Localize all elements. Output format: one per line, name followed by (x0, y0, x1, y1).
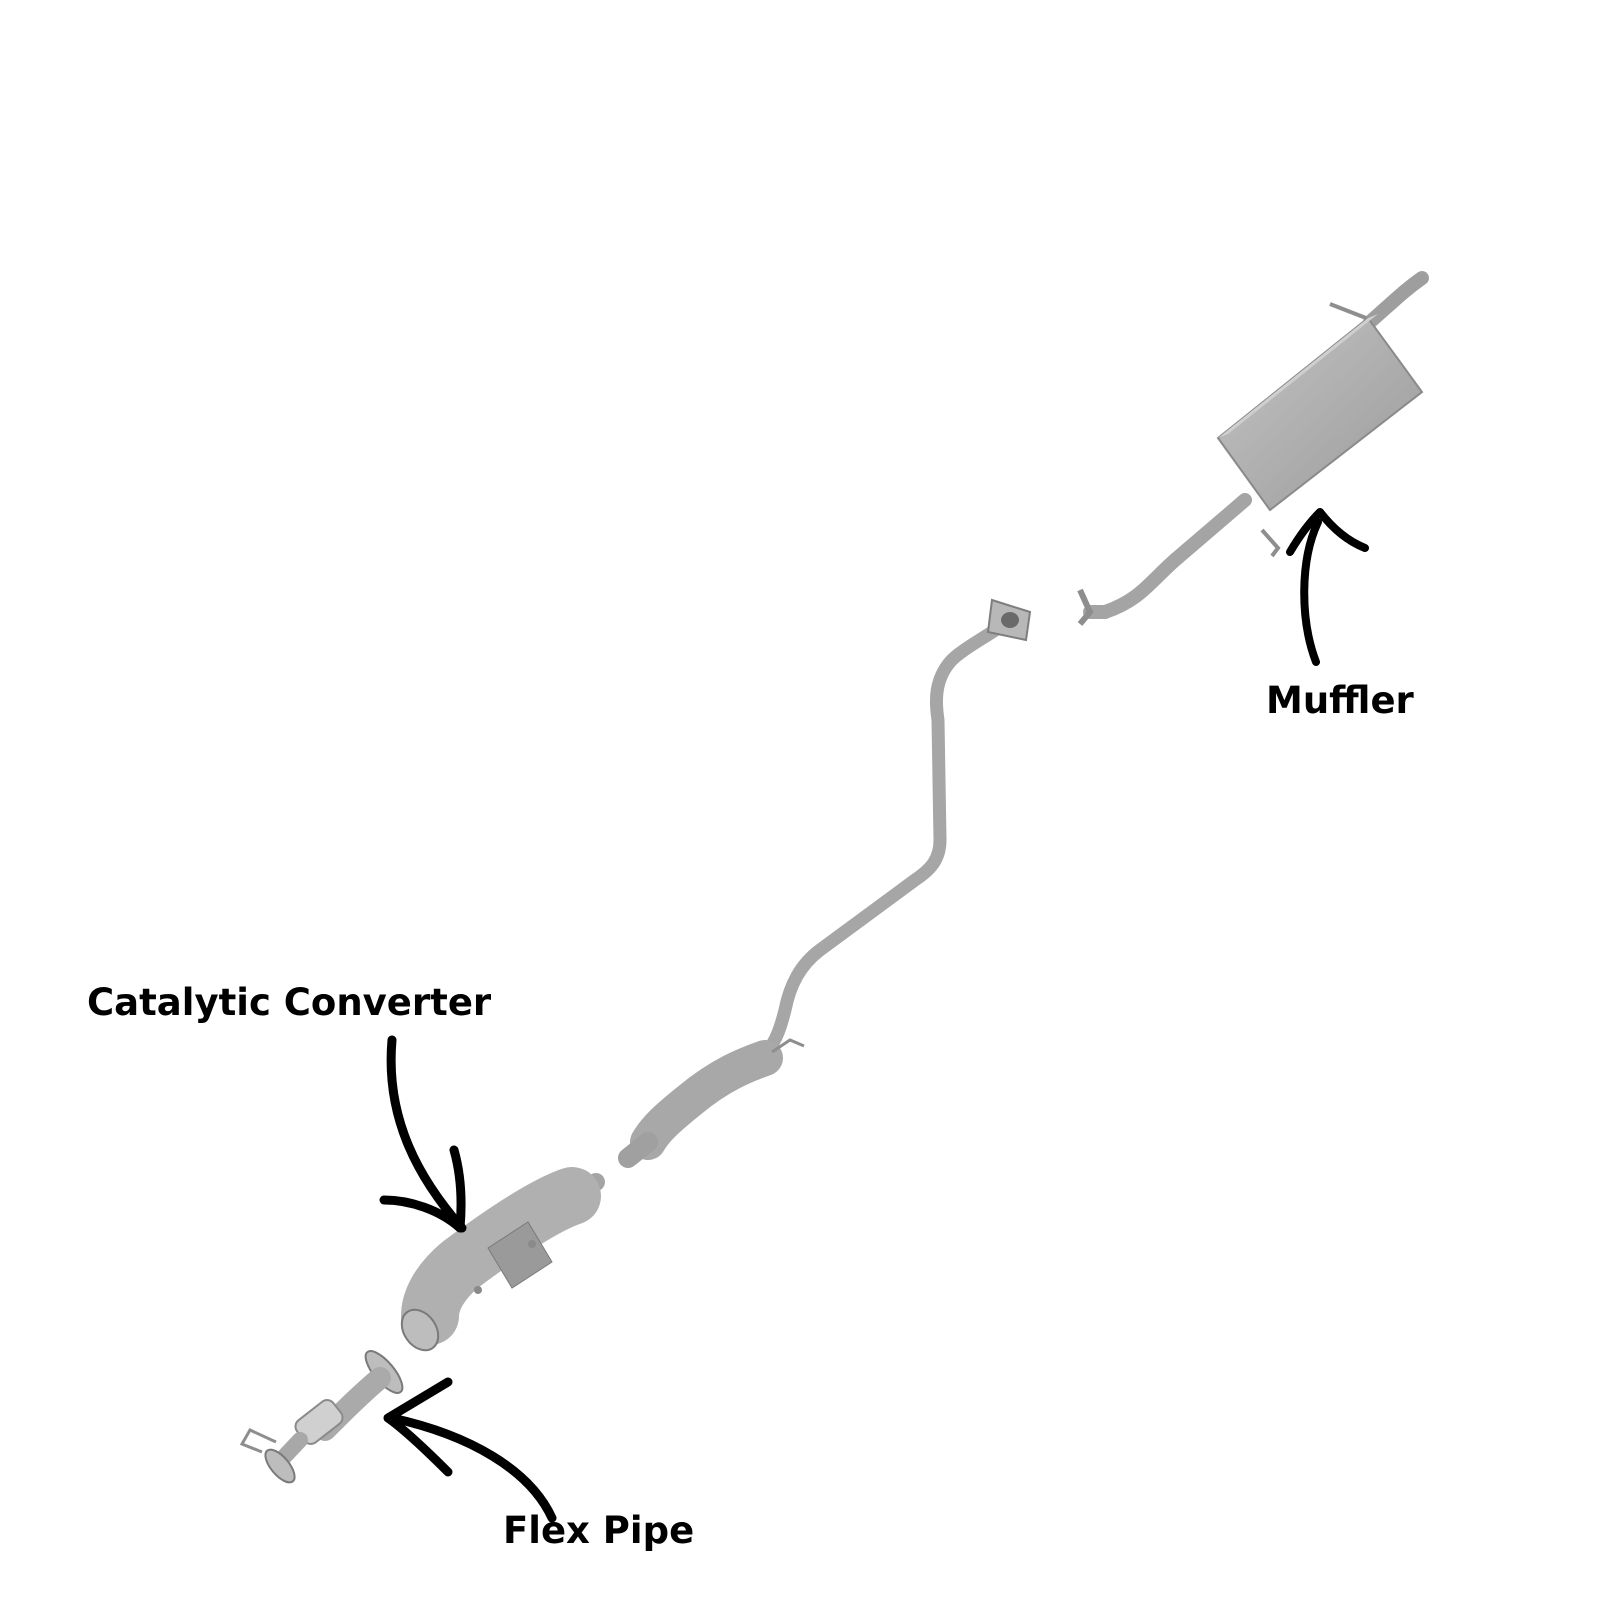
muffler-body (1216, 314, 1424, 512)
muffler-arrow (1286, 508, 1369, 666)
flex-pipe (239, 1350, 404, 1484)
muffler-assembly (1077, 271, 1429, 626)
pipe-flange (986, 598, 1032, 642)
catalytic-converter-label: Catalytic Converter (87, 981, 492, 1024)
catalytic-converter (400, 1167, 605, 1352)
resonator (618, 1038, 805, 1168)
cat-inlet-flange (400, 1308, 440, 1352)
muffler-label: Muffler (1266, 679, 1414, 722)
catalytic-converter-arrow (379, 1035, 467, 1233)
intermediate-pipe (618, 598, 1032, 1168)
flex-pipe-arrow (383, 1377, 557, 1523)
flex-pipe-label: Flex Pipe (503, 1509, 695, 1552)
